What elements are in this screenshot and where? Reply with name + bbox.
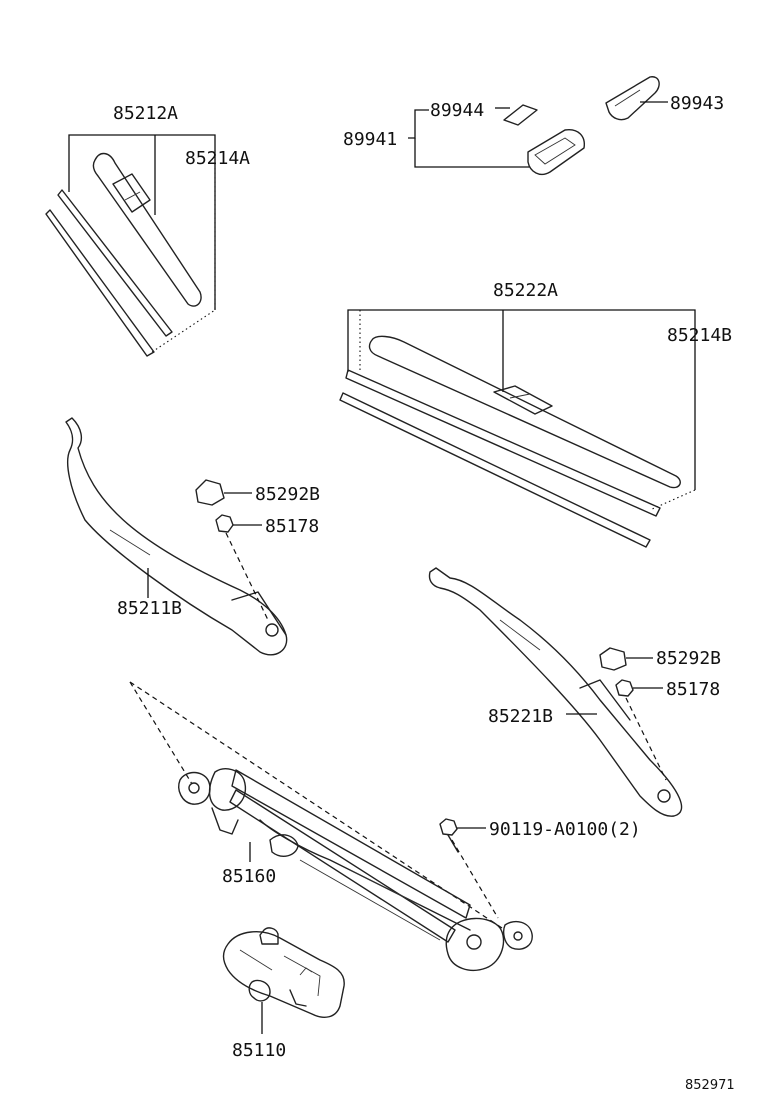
label-90119-A0100: 90119-A0100(2) xyxy=(489,819,641,840)
label-85222A: 85222A xyxy=(493,280,558,301)
label-85214A: 85214A xyxy=(185,148,250,169)
nut-85178-left xyxy=(215,514,234,533)
label-85212A: 85212A xyxy=(113,103,178,124)
label-85292B-right: 85292B xyxy=(656,648,721,669)
cover-89941-group xyxy=(408,76,668,176)
label-85178-right: 85178 xyxy=(666,679,720,700)
label-85178-left: 85178 xyxy=(265,516,319,537)
nut-85178-right xyxy=(615,679,634,697)
blade-85222A-group xyxy=(339,309,696,548)
blade-85212A-group xyxy=(45,134,216,357)
label-85211B: 85211B xyxy=(117,598,182,619)
bolt-90119-group xyxy=(439,818,499,919)
label-85214B: 85214B xyxy=(667,325,732,346)
arm-85221B-group xyxy=(428,567,683,817)
label-85160: 85160 xyxy=(222,866,276,887)
cap-85292B-left xyxy=(195,479,225,506)
motor-85110-group xyxy=(222,927,345,1034)
label-85221B: 85221B xyxy=(488,706,553,727)
label-89941: 89941 xyxy=(343,129,397,150)
cap-85292B-right xyxy=(599,647,627,671)
label-85292B-left: 85292B xyxy=(255,484,320,505)
label-89943: 89943 xyxy=(670,93,724,114)
arm-85211B-group xyxy=(65,417,288,656)
label-89944: 89944 xyxy=(430,100,484,121)
linkage-85160-group xyxy=(129,681,533,972)
diagram-reference-number: 852971 xyxy=(685,1078,735,1093)
label-85110: 85110 xyxy=(232,1040,286,1061)
